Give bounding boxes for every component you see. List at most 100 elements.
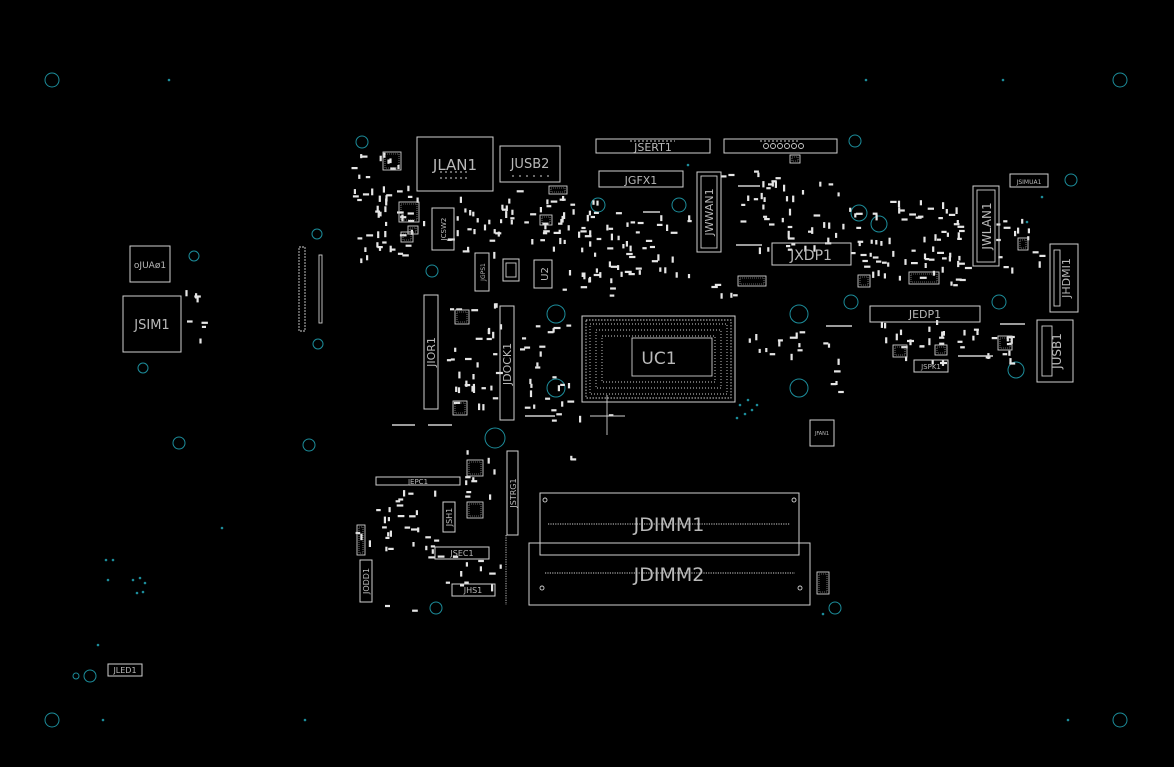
smd-pad <box>860 253 867 257</box>
smd-pad <box>594 252 597 257</box>
smd-pad <box>493 229 496 234</box>
smd-pad <box>578 231 581 238</box>
smd-pad <box>872 271 875 278</box>
smd-pad <box>629 255 636 259</box>
smd-pad <box>531 239 534 245</box>
smd-pad <box>608 227 614 230</box>
smd-pad <box>606 224 609 231</box>
smd-pad <box>635 267 642 270</box>
smd-pad <box>955 207 958 214</box>
smd-passives <box>185 152 1046 612</box>
smd-pad <box>1032 251 1039 254</box>
smd-pad <box>522 337 527 340</box>
smd-pad <box>397 165 400 169</box>
smd-pad <box>450 308 455 311</box>
smd-pad <box>434 539 440 542</box>
smd-pad <box>856 226 862 229</box>
smd-pad <box>620 271 623 277</box>
smd-pad <box>550 200 558 203</box>
smd-pad <box>637 221 644 225</box>
mounting-hole <box>425 264 439 278</box>
smd-pad <box>949 252 952 258</box>
jusb2-label: JUSB2 <box>510 157 550 172</box>
smd-pad <box>551 409 557 412</box>
smd-pad <box>529 378 532 385</box>
smd-pad <box>687 220 692 223</box>
ic-outline <box>908 271 940 285</box>
ic-pins <box>739 277 765 285</box>
smd-pad <box>570 455 573 461</box>
smd-pad <box>855 212 863 215</box>
smd-pad <box>763 197 766 202</box>
smd-pad <box>757 172 760 178</box>
smd-pad <box>546 205 552 208</box>
smd-pad <box>553 231 560 234</box>
smd-pad <box>596 200 599 206</box>
smd-pad <box>417 527 420 533</box>
smd-pad <box>838 390 844 394</box>
smd-pad <box>813 214 821 217</box>
mounting-hole <box>991 294 1007 310</box>
smd-pad <box>964 266 972 270</box>
smd-pad <box>991 337 998 340</box>
ic-outline <box>892 344 908 358</box>
smd-pad <box>884 322 887 329</box>
smd-pad <box>883 273 886 279</box>
smd-pad <box>996 223 1001 226</box>
mounting-hole <box>355 135 369 149</box>
smd-pad <box>185 290 188 297</box>
smd-pad <box>465 357 472 361</box>
smd-pad <box>366 255 369 261</box>
mounting-hole <box>311 228 323 240</box>
smd-pad <box>360 155 368 158</box>
mounting-hole <box>188 250 200 262</box>
smd-pad <box>659 267 662 272</box>
smd-pad <box>492 397 499 400</box>
mounting-hole <box>72 672 80 680</box>
smd-pad <box>897 200 901 208</box>
mounting-hole <box>1007 361 1025 379</box>
smd-pad <box>875 240 878 245</box>
smd-pad <box>489 572 496 575</box>
smd-pad <box>194 295 201 298</box>
smd-pad <box>570 203 576 206</box>
smd-pad <box>530 383 533 388</box>
smd-pad <box>595 268 598 273</box>
smd-pad <box>510 217 515 220</box>
smd-pad <box>501 208 507 211</box>
smd-pad <box>791 243 796 246</box>
smd-pad <box>351 167 358 170</box>
smd-pad <box>423 221 426 227</box>
smd-pad <box>510 219 513 225</box>
smd-pad <box>376 205 379 213</box>
smd-pad <box>1011 267 1014 274</box>
smd-pad <box>728 173 735 177</box>
ic-pins <box>1019 239 1027 249</box>
smd-pad <box>786 245 791 248</box>
smd-pad <box>493 469 496 475</box>
ic-outline <box>857 274 871 288</box>
mounting-hole <box>1112 72 1128 88</box>
smd-pad <box>904 259 907 265</box>
smd-pad <box>628 273 635 276</box>
smd-pad <box>596 237 602 241</box>
smd-pad <box>456 216 459 221</box>
smd-pad <box>493 251 496 259</box>
smd-pad <box>464 208 467 213</box>
smd-pad <box>957 260 960 268</box>
smd-pad <box>928 326 931 332</box>
mounting-hole <box>137 362 149 374</box>
smd-pad <box>837 192 840 197</box>
smd-pad <box>687 274 691 279</box>
smd-pad <box>579 415 582 423</box>
smd-pad <box>835 232 838 238</box>
smd-pad <box>610 265 618 268</box>
smd-pad <box>730 292 733 298</box>
smd-pad <box>542 222 549 225</box>
mounting-hole <box>44 72 60 88</box>
smd-pad <box>382 526 387 529</box>
smd-pad <box>898 275 901 281</box>
smd-pad <box>610 287 616 290</box>
smd-pad <box>196 296 199 303</box>
smd-pad <box>535 366 541 369</box>
